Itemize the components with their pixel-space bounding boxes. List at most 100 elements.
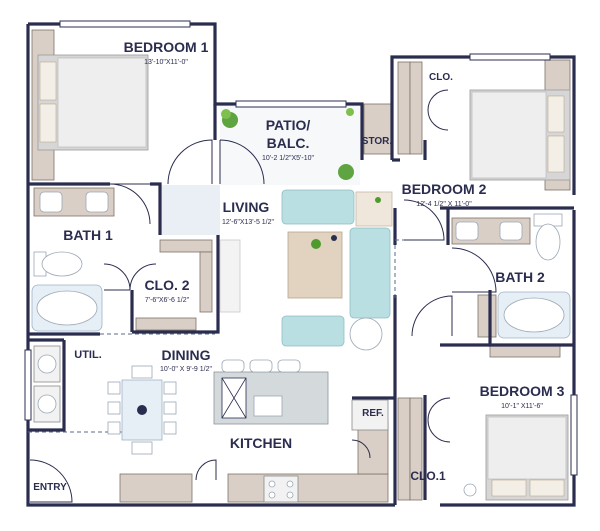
clo-top-title: CLO. [429,72,453,83]
kitchen-counter-bottom [227,473,389,503]
bed3-pillow-1 [491,479,527,497]
kitchen-sink [253,395,283,417]
bed3-pillow-2 [529,479,565,497]
chair-8 [131,441,153,455]
table-bowl [331,235,337,241]
bed-bedroom3 [463,414,569,501]
bed1-pillow-2 [39,103,57,143]
door-patio [219,139,265,185]
chair-1 [107,381,121,395]
clo2-dim: 7'-6"X6'-6 1/2" [145,297,190,304]
bedroom3-title: BEDROOM 3 [480,383,565,399]
door-bed2 [403,199,445,241]
window-bed1 [59,20,191,28]
bath2-tub-basin [503,297,565,333]
living-furniture [219,189,393,351]
bath2-fixtures [455,213,571,339]
washer-drum [37,354,57,374]
end-table [355,191,393,227]
clo2-shelf-bottom [135,317,197,331]
bed2-sheet [471,91,547,179]
clo1-shelf-left [397,397,411,501]
door-bath2 [451,247,497,293]
bath1-sink-2 [85,191,109,213]
sofa-right [349,227,391,319]
clo1-title: CLO.1 [410,469,446,483]
patio-title-line2: BALC. [267,135,310,151]
burner-3 [268,491,276,499]
bedroom3-dim: 10'-1" X11'-6" [501,403,543,410]
burner-2 [286,480,294,488]
chair-2 [107,401,121,415]
patio-title-line1: PATIO/ [266,117,311,133]
windows [24,20,578,476]
bath2-sink-1 [455,221,479,241]
bedroom2-title: BEDROOM 2 [402,181,487,197]
room-labels: BEDROOM 1 13'-10"X11'-0" PATIO/ BALC. 10… [33,39,564,493]
burner-1 [268,480,276,488]
bath1-fixtures [31,191,109,332]
dining-title: DINING [162,347,211,363]
stool-3 [277,359,301,373]
kitchen-counter-left [119,473,193,503]
bath2-sink-2 [499,221,523,241]
door-pantry [195,459,217,481]
bed3-lamp [463,483,477,497]
bedroom2-dim: 12'-4 1/2" X 11'-0" [416,201,472,208]
door-bath1 [109,183,151,225]
clo2-shelf-top [159,239,213,253]
doors [29,89,497,503]
clo-top-shelf-right [409,61,423,155]
chair-6 [163,421,177,435]
utility [33,345,61,423]
table-plant [311,239,321,249]
bed-bedroom1 [37,54,149,151]
bed1-sheet [57,57,147,148]
kitchen-title: KITCHEN [230,435,292,451]
bath2-shelf [477,294,497,338]
bed3-sheet [487,416,567,480]
bath1-title: BATH 1 [63,227,113,243]
armchair-bottom [281,315,345,347]
window-bed2 [469,53,551,61]
bath1-toilet-bowl [41,251,83,277]
entry-title: ENTRY [33,482,67,493]
dining-set [107,365,177,455]
dishwasher-mark [221,377,247,419]
window-patio [235,100,347,108]
stool-1 [221,359,245,373]
tv-console [219,239,241,313]
wall-bed1-hall [150,182,162,235]
bedroom3-shelf-top [489,344,561,358]
burner-4 [286,491,294,499]
patio-plants [221,108,354,180]
kitchen-fixtures [213,359,389,503]
patio-dim: 10'-2 1/2"X5'-10" [262,155,315,162]
bed2-pillow-1 [547,95,565,133]
door-clo1 [427,397,451,443]
chair-5 [163,401,177,415]
bedroom1-title: BEDROOM 1 [124,39,209,55]
door-bed3 [411,295,453,337]
dryer-drum [37,394,57,414]
bed2-pillow-2 [547,135,565,173]
chair-4 [163,381,177,395]
util-title: UTIL. [74,349,102,361]
stor-title: STOR. [362,136,393,147]
refrigerator [351,399,389,431]
door-entry [29,459,73,503]
chair-7 [131,365,153,379]
stor-shelf [363,103,393,155]
living-title: LIVING [223,199,270,215]
stove [263,475,299,503]
dining-dim: 10'-0" X 9'-9 1/2" [160,366,213,373]
patio-plant-2 [338,164,354,180]
bath1-sink-1 [39,191,63,213]
clo2-shelf-side [199,251,213,313]
clo1-shelf-right [409,397,423,501]
door-ref [351,439,371,459]
bath2-title: BATH 2 [495,269,545,285]
window-bed3 [570,394,578,476]
sofa-top [281,189,355,225]
